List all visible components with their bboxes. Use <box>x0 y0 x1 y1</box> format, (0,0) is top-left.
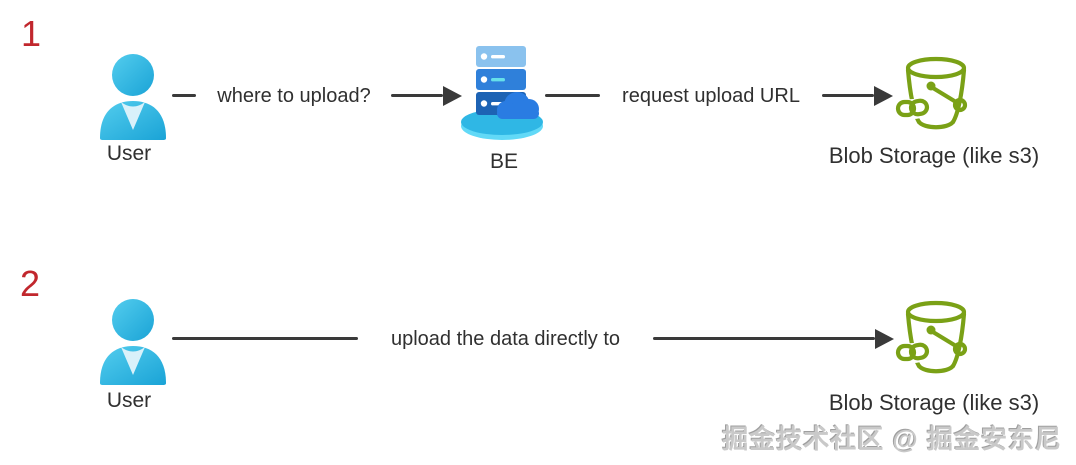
arrowhead-icon <box>443 86 462 106</box>
backend-server-icon <box>461 46 543 140</box>
storage-label: Blob Storage (like s3) <box>828 143 1040 168</box>
step-1-number: 1 <box>21 13 42 54</box>
user-label: User <box>106 389 152 412</box>
connector-line <box>172 94 196 97</box>
arrowhead-icon <box>875 329 894 349</box>
storage-label: Blob Storage (like s3) <box>828 390 1040 415</box>
watermark-text: 掘金技术社区 @ 掘金安东尼 <box>722 424 1062 454</box>
connector-line <box>822 94 874 97</box>
user-icon <box>100 299 166 385</box>
s3-bucket-icon <box>894 56 974 136</box>
connector-line <box>653 337 875 340</box>
user-label: User <box>106 142 152 165</box>
step-2-number: 2 <box>20 263 41 304</box>
arrowhead-icon <box>874 86 893 106</box>
edge-label-upload-directly: upload the data directly to <box>390 328 621 350</box>
backend-label: BE <box>489 150 518 173</box>
s3-bucket-icon <box>894 300 974 380</box>
edge-label-request-upload-url: request upload URL <box>622 85 800 107</box>
user-icon <box>100 54 166 140</box>
connector-line <box>172 337 358 340</box>
cloud-icon <box>497 92 539 119</box>
connector-line <box>391 94 443 97</box>
edge-label-where-to-upload: where to upload? <box>217 85 371 107</box>
connector-line <box>545 94 600 97</box>
